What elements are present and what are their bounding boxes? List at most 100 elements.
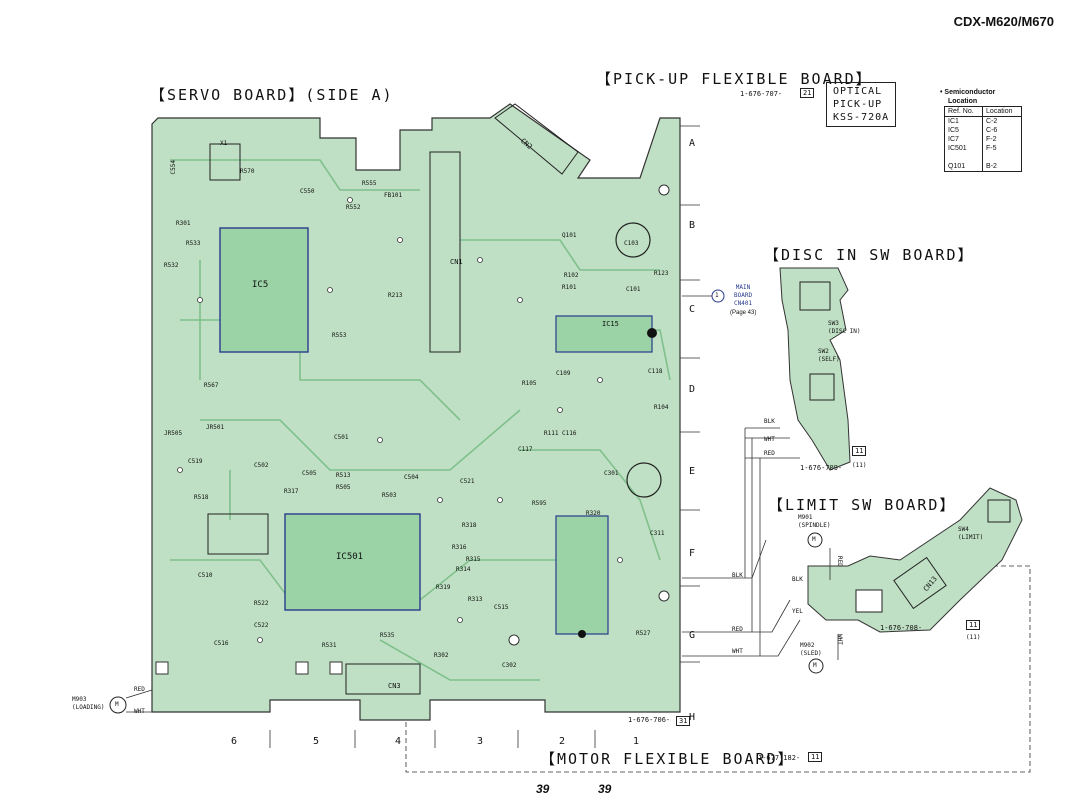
table-cell: IC1 [948,118,959,125]
sw2-desc: (SELF) [818,356,840,363]
cn3-label: CN3 [388,682,401,690]
semiconductor-subtitle: Location [948,98,978,105]
table-header-location: Location [982,107,1021,117]
ic501-chip [284,513,421,611]
limit-box-number-sub: (11) [966,634,981,641]
grid-col-3: 3 [476,736,484,747]
grid-row-a: A [688,138,696,149]
motor-board-title: 【MOTOR FLEXIBLE BOARD】 [540,750,795,768]
table-cell: IC5 [948,127,959,134]
wire-wht-limit: WHT [836,634,843,645]
m903-desc: (LOADING) [72,704,105,711]
component-label: C504 [404,474,419,481]
sw3-label: SW3 (DISC IN) [828,320,861,336]
optical-line-2: PICK-UP [833,99,883,110]
component-label: C501 [334,434,349,441]
optical-line-3: KSS-720A [833,112,890,123]
component-label: X1 [220,140,228,147]
servo-board-title: 【SERVO BOARD】(SIDE A) [150,86,394,104]
component-label: R317 [284,488,299,495]
component-label: C522 [254,622,269,629]
component-label: C101 [626,286,641,293]
limit-board-title: 【LIMIT SW BOARD】 [768,496,957,514]
servo-box-number: 31 [676,716,691,726]
cn1-label: CN1 [450,258,463,266]
page-number-left: 39 [536,782,550,796]
m903-ref: M903 [72,696,87,703]
component-label: C103 [624,240,639,247]
grid-row-c: C [688,304,696,315]
component-label: R316 [452,544,467,551]
component-label: C554 [170,160,177,175]
disc-in-sw-board-outline [779,267,851,471]
ic501-label: IC501 [336,552,364,562]
component-label: Q101 [562,232,577,239]
main-board-label: MAIN BOARD CN401 [734,284,752,308]
optical-line-1: OPTICAL [833,86,883,97]
component-label: R553 [332,332,347,339]
component-label: R213 [388,292,403,299]
main-board-line-3: CN401 [734,300,753,307]
disc-part-number: 1-676-709- [800,464,843,472]
ic15-chip [555,315,653,353]
component-label: R567 [204,382,219,389]
component-label: R531 [322,642,337,649]
grid-row-g: G [688,630,696,641]
component-label: C515 [494,604,509,611]
wire-blk-limit: BLK [792,576,803,583]
grid-col-4: 4 [394,736,402,747]
main-board-connector-number: 1 [715,292,719,299]
semiconductor-heading: • Semiconductor Location [940,88,995,106]
optical-pickup-box: OPTICAL PICK-UP KSS-720A [826,82,897,127]
component-label: C311 [650,530,665,537]
grid-row-h: H [688,712,696,723]
main-board-line-2: BOARD [734,292,753,299]
m903-symbol: M [115,701,119,708]
component-label: JR501 [206,424,225,431]
component-label: R302 [434,652,449,659]
component-label: R532 [164,262,179,269]
m902-ref: M902 [800,642,815,649]
sw2-ref: SW2 [818,348,829,355]
component-label: C510 [198,572,213,579]
component-label: R595 [532,500,547,507]
component-label: R518 [194,494,209,501]
grid-row-b: B [688,220,696,231]
component-label: R301 [176,220,191,227]
component-label: R111 [544,430,559,437]
table-cell: Q101 [948,163,966,170]
sw4-label: SW4 (LIMIT) [958,526,983,542]
wire-red-limit: RED [836,556,843,567]
component-label: C550 [300,188,315,195]
cn1-connector [429,151,461,353]
table-cell: IC501 [948,145,967,152]
component-label: R105 [522,380,537,387]
sw2-label: SW2 (SELF) [818,348,840,364]
component-label: C302 [502,662,517,669]
component-label: R527 [636,630,651,637]
sw4-ref: SW4 [958,526,969,533]
component-label: R101 [562,284,577,291]
pickup-board-title: 【PICK-UP FLEXIBLE BOARD】 [596,70,873,88]
component-label: R535 [380,632,395,639]
wire-red-loading: RED [134,686,145,693]
servo-part-number: 1-676-706- [628,716,671,724]
table-cell [982,153,1021,162]
grid-row-f: F [688,548,696,559]
ic15-label: IC15 [602,320,619,328]
component-label: R533 [186,240,201,247]
limit-box-number: 11 [966,620,981,630]
component-label: C521 [460,478,475,485]
pickup-part-number: 1-676-707- [740,90,783,98]
table-cell: F-5 [982,144,1021,153]
table-cell: C-6 [982,126,1021,135]
component-label: C118 [648,368,663,375]
component-label: JR505 [164,430,183,437]
component-label: R104 [654,404,669,411]
sw4-desc: (LIMIT) [958,534,984,541]
grid-row-e: E [688,466,696,477]
cn3-connector [345,663,421,695]
component-label: C505 [302,470,317,477]
